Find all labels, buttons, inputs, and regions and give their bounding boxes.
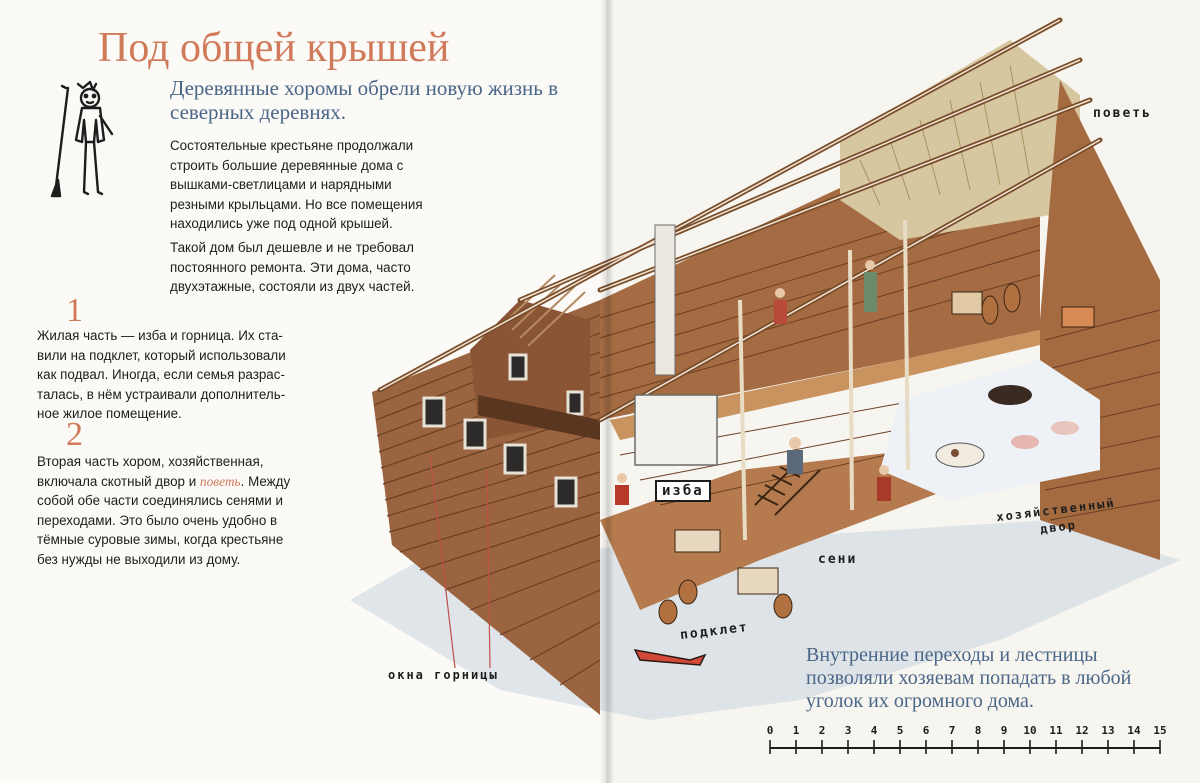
label-seni: сени	[818, 552, 858, 567]
window-pointer-lines	[429, 454, 491, 669]
illustration-caption: Внутренние переходы и лестницы позволяли…	[806, 644, 1132, 712]
peasant-figure-icon	[50, 80, 114, 198]
label-okna-gornitsy: окна горницы	[388, 668, 499, 682]
section-2-number: 2	[66, 416, 83, 453]
scale-tick-label: 8	[975, 724, 982, 737]
section-2-text-after: . Меж­ду собой обе части соединялись сен…	[37, 473, 291, 567]
label-izba: изба	[655, 480, 711, 502]
animals	[935, 385, 1079, 468]
scale-tick-label: 5	[897, 724, 904, 737]
scale-tick-label: 1	[793, 724, 800, 737]
barrels-crates	[658, 283, 1095, 625]
sled	[633, 648, 707, 666]
intro-paragraph-2: Такой дом был дешевле и не требовал пост…	[170, 240, 415, 294]
scale-tick-label: 13	[1101, 724, 1114, 737]
scale-tick-label: 11	[1049, 724, 1063, 737]
scale-tick-label: 12	[1075, 724, 1088, 737]
scale-tick-label: 7	[949, 724, 956, 737]
scale-tick-label: 9	[1001, 724, 1008, 737]
people	[615, 260, 891, 505]
russian-stove	[634, 394, 718, 466]
yard-floor	[880, 360, 1100, 500]
hay-stack	[840, 40, 1080, 240]
scale-tick-label: 2	[819, 724, 826, 737]
povet-link[interactable]: поветь	[199, 473, 241, 489]
scale-tick-label: 4	[871, 724, 878, 737]
scale-tick-label: 3	[845, 724, 852, 737]
section-1-number: 1	[66, 292, 83, 329]
scale-tick-label: 0	[767, 724, 774, 737]
balcony	[478, 395, 600, 440]
book-gutter	[600, 0, 614, 783]
scale-tick-label: 15	[1153, 724, 1166, 737]
svetlitsa-roof	[504, 274, 586, 347]
section-2-text: Вторая часть хором, хозяйственная, включ…	[37, 452, 297, 569]
label-povet: поветь	[1093, 106, 1152, 121]
interior-floor	[600, 440, 1000, 610]
page-title: Под общей крышей	[98, 25, 450, 71]
page-subtitle: Деревянные хоромы обрели новую жизнь в с…	[170, 76, 558, 124]
posts	[738, 219, 910, 541]
section-1-text: Жилая часть — изба и горница. Их ста­вил…	[37, 328, 286, 421]
scale-tick-label: 10	[1023, 724, 1036, 737]
front-windows	[422, 353, 584, 508]
roof-rafters-highlight	[379, 19, 1101, 421]
stove-chimney	[654, 224, 676, 376]
scale-tick-label: 6	[923, 724, 930, 737]
intro-paragraph-1: Состоятельные крестьяне продолжа­ли стро…	[170, 138, 423, 231]
section-2-text-before: Вторая часть хором, хозяйственная, включ…	[37, 454, 264, 489]
scale-tick-label: 14	[1127, 724, 1141, 737]
